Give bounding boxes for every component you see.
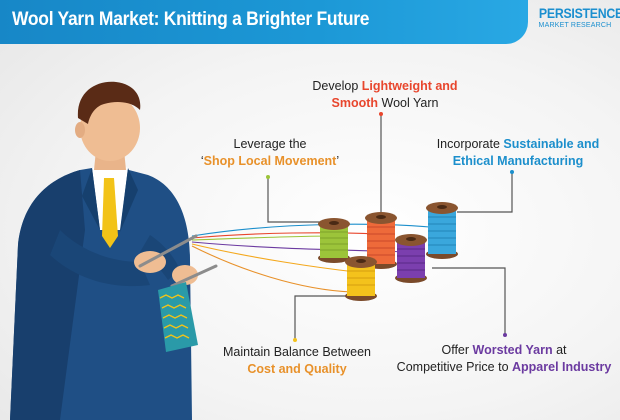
- connector-dot-bottom-right: [503, 333, 507, 337]
- spool-purple: [395, 234, 427, 283]
- logo-wordmark: PERSISTENCE: [538, 5, 620, 21]
- logo: PERSISTENCE MARKET RESEARCH: [534, 5, 620, 41]
- connector-dot-top: [379, 112, 383, 116]
- connector-lines: [266, 112, 514, 342]
- page-title: Wool Yarn Market: Knitting a Brighter Fu…: [12, 9, 370, 30]
- title-banner: Wool Yarn Market: Knitting a Brighter Fu…: [0, 0, 528, 44]
- logo-tagline: MARKET RESEARCH: [538, 22, 612, 29]
- connector-dot-left: [266, 175, 270, 179]
- man-knitting: [10, 81, 218, 420]
- label-cost-quality: Maintain Balance Between Cost and Qualit…: [222, 345, 371, 376]
- connector-bottom-right: [432, 267, 506, 335]
- spool-blue: [426, 202, 458, 259]
- spool-yellow: [345, 256, 377, 301]
- connector-dot-right: [510, 170, 514, 174]
- connector-left: [267, 177, 322, 223]
- label-lightweight-yarn: Develop Lightweight and Smooth Wool Yarn: [312, 79, 458, 110]
- spool-green: [318, 218, 350, 263]
- connector-bottom-left: [294, 295, 348, 340]
- connector-right: [457, 172, 513, 213]
- label-worsted-yarn: Offer Worsted Yarn at Competitive Price …: [396, 343, 612, 374]
- connector-dot-bottom-left: [293, 338, 297, 342]
- label-sustainable-manufacturing: Incorporate Sustainable and Ethical Manu…: [436, 137, 600, 168]
- label-shop-local: Leverage the ‘Shop Local Movement’: [200, 137, 340, 168]
